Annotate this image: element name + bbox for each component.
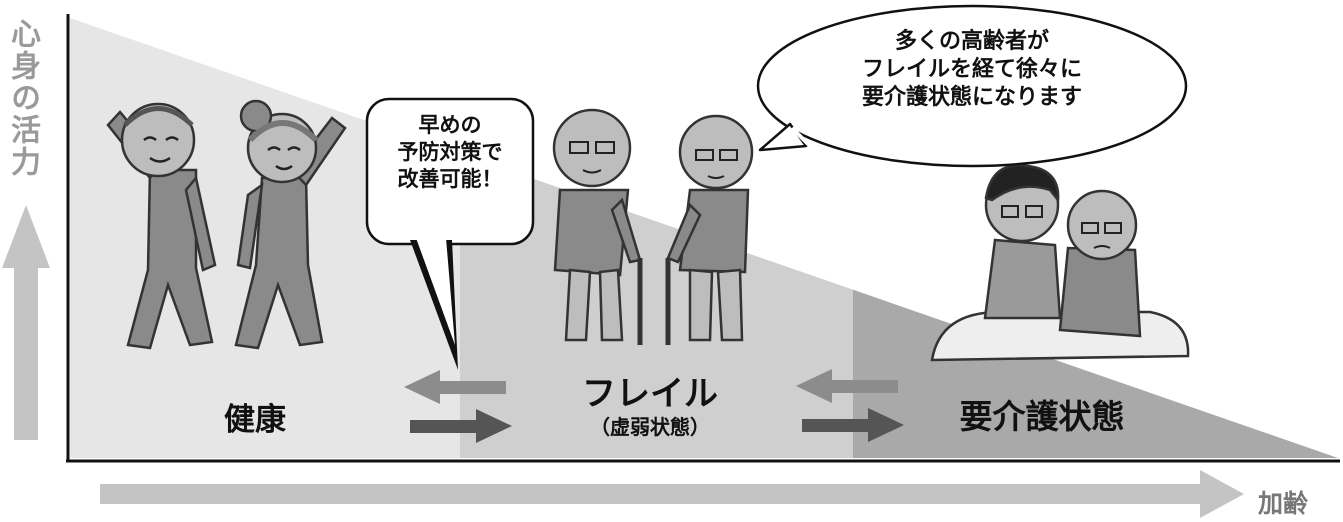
transition-arrows-left <box>404 370 512 443</box>
elderly-info-speech-bubble <box>756 4 1188 168</box>
aging-right-arrow-icon <box>100 470 1244 518</box>
x-axis-label: 加齢 <box>1258 489 1309 518</box>
forward-arrow-icon <box>802 408 904 442</box>
elderly-info-line-1: 多くの高齢者が <box>894 29 1049 54</box>
elderly-info-line-3: 要介護状態になります <box>861 85 1082 111</box>
exercising-elderly-man-icon <box>106 102 217 350</box>
y-axis-label-text: 心身の活力 <box>5 18 40 178</box>
back-arrow-icon <box>404 370 506 404</box>
prevention-line-3: 改善可能！ <box>397 166 503 191</box>
caregiver-with-elderly-woman-icon <box>930 163 1190 362</box>
exercising-elderly-woman-icon <box>234 99 347 350</box>
elderly-info-bubble-text: 多くの高齢者が フレイルを経て徐々に 要介護状態になります <box>800 28 1144 112</box>
prevention-speech-bubble <box>365 97 535 370</box>
forward-arrow-icon <box>410 409 512 443</box>
vitality-up-arrow-icon <box>2 205 50 440</box>
zone-label-care: 要介護状態 <box>959 397 1125 436</box>
transition-arrows-right <box>796 369 904 442</box>
zone-label-frailty: フレイル <box>582 374 718 414</box>
prevention-line-2: 予防対策で <box>397 139 503 164</box>
elderly-info-line-2: フレイルを経て徐々に <box>861 57 1082 83</box>
back-arrow-icon <box>796 369 898 403</box>
zone-label-healthy: 健康 <box>224 402 286 438</box>
prevention-bubble-text: 早めの 予防対策で 改善可能！ <box>372 112 528 193</box>
zone-label-frailty-sub: （虚弱状態） <box>590 415 710 439</box>
y-axis-label: 心身の活力 <box>2 18 42 186</box>
elderly-couple-with-canes-icon <box>552 108 754 345</box>
prevention-line-1: 早めの <box>418 113 482 137</box>
